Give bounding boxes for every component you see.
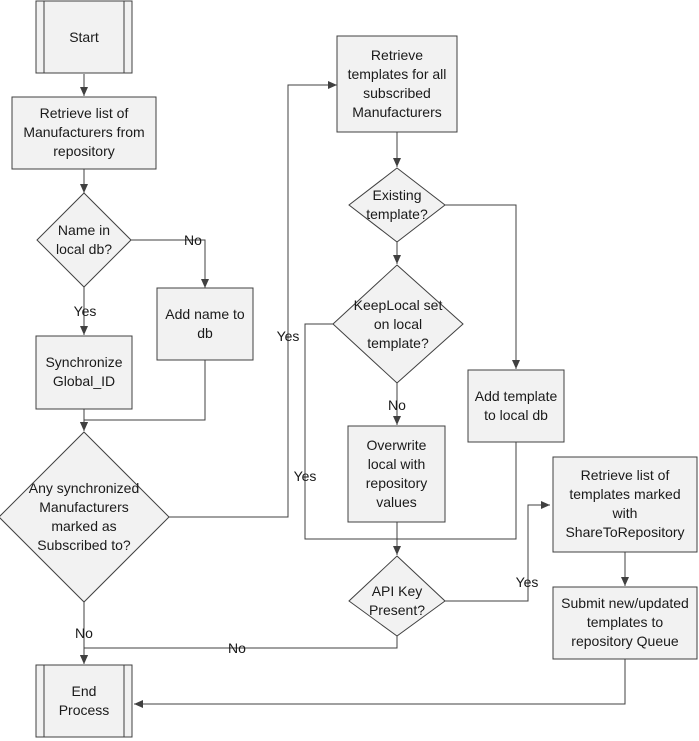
submit-templates-label: Submit new/updated templates to reposito… [561,595,689,649]
name-in-local-db-label: Name in local db? [55,222,113,257]
name-in-local-db-diamond [36,192,132,288]
add-template-local-label: Add template to local db [474,388,558,423]
connectors [80,74,629,708]
edge-label-subscribed-yes: Yes [276,328,300,344]
start-node [35,0,133,74]
edge-label-name-no: No [184,232,202,248]
edge-label-keeplocal-no: No [388,397,406,413]
edge-label-subscribed-no: No [75,625,93,641]
retrieve-templates-box [336,35,458,133]
add-name-to-db-label: Add name to db [165,306,245,341]
retrieve-share-templates-box [552,456,698,553]
edge-label-api-no: No [228,640,246,656]
keeplocal-set-diamond [332,264,464,384]
start-label: Start [69,29,99,45]
submit-templates-box [552,586,698,660]
edge-label-api-yes: Yes [515,574,539,590]
synchronize-global-id-label: Synchronize Global_ID [45,354,123,389]
edge-label-keeplocal-yes: Yes [293,468,317,484]
existing-template-label: Existing template? [366,187,428,222]
retrieve-templates-label: Retrieve templates for all subscribed Ma… [347,47,447,120]
overwrite-local-box [347,425,446,523]
add-name-to-db-box [156,287,254,361]
api-key-present-diamond [348,555,446,637]
overwrite-local-label: Overwrite local with repository values [365,437,428,510]
synchronize-global-id-box [35,335,133,410]
any-synchronized-subscribed-diamond [0,431,170,603]
edge-label-name-yes: Yes [73,303,97,319]
api-key-present-label: API Key Present? [368,583,426,618]
end-process-label: End Process [58,683,110,718]
any-synchronized-subscribed-label: Any synchronized Manufacturers marked as… [28,480,140,553]
end-process-node [35,664,133,738]
retrieve-manufacturers-label: Retrieve list of Manufacturers from repo… [23,105,145,159]
retrieve-manufacturers-box [11,96,157,170]
retrieve-share-templates-label: Retrieve list of templates marked with S… [565,467,685,540]
existing-template-diamond [348,167,446,243]
keeplocal-set-label: KeepLocal set on local template? [353,297,443,351]
add-template-local-box [467,369,565,443]
